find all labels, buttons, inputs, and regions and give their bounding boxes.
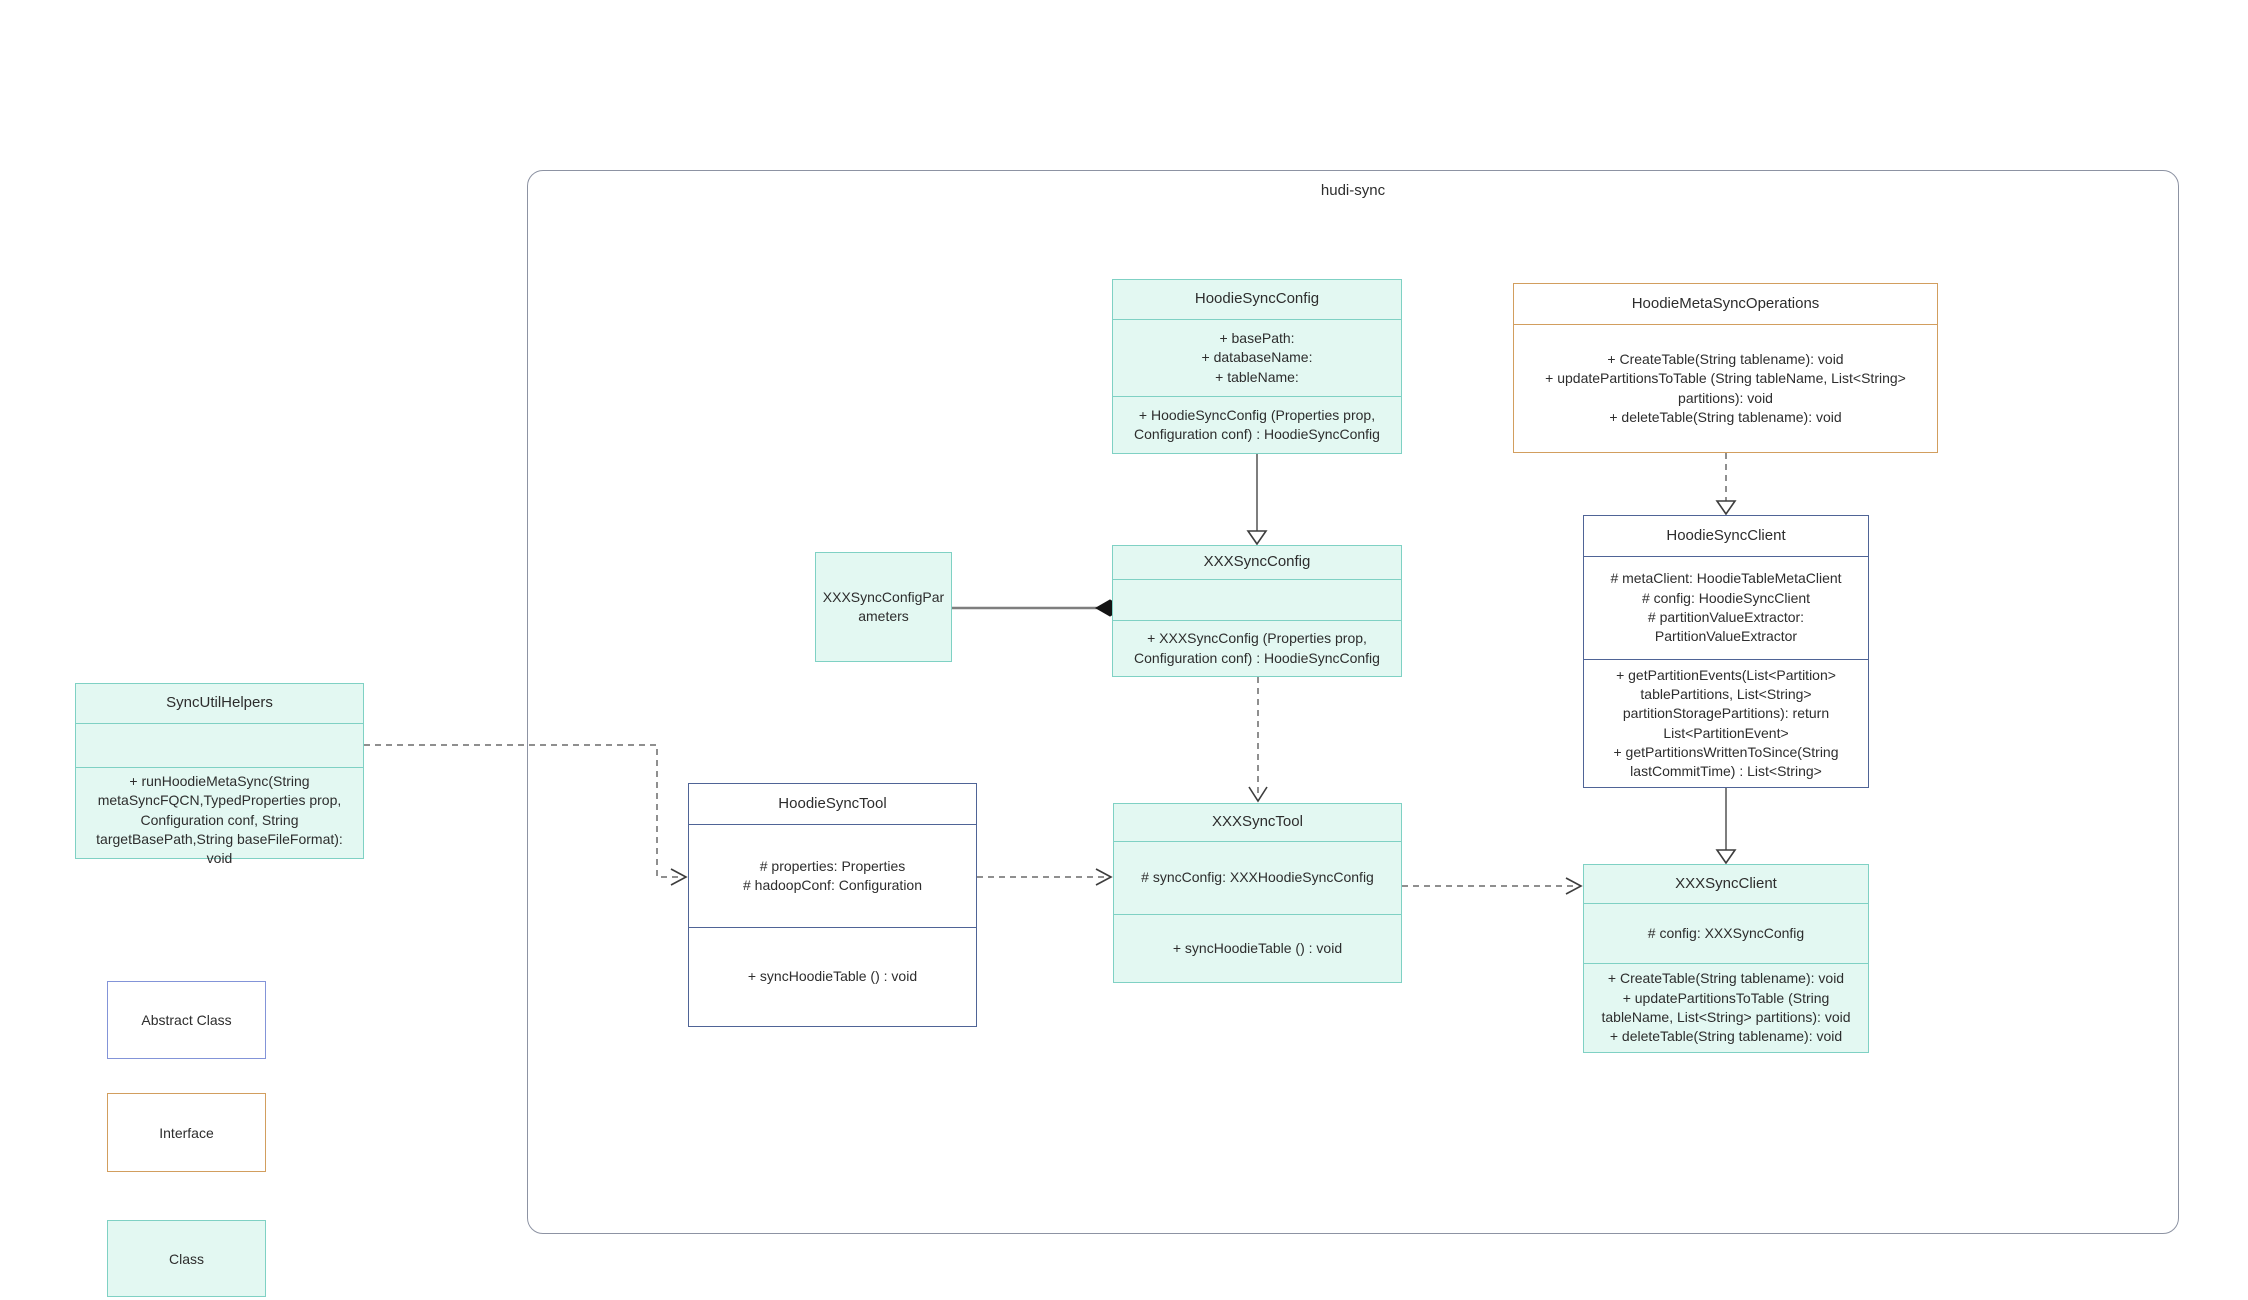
legend-label: Abstract Class xyxy=(141,1012,232,1028)
class-title: HoodieSyncTool xyxy=(778,794,887,812)
method: + XXXSyncConfig (Properties prop, Config… xyxy=(1134,630,1380,666)
package-title: hudi-sync xyxy=(1320,182,1386,199)
field: # hadoopConf: Configuration xyxy=(742,877,923,893)
class-xxxsyncconfigparameters: XXXSyncConfigParameters xyxy=(815,552,952,662)
field: + basePath: xyxy=(1219,330,1295,347)
class-title: HoodieSyncConfig xyxy=(1194,290,1320,308)
legend-class: Class xyxy=(107,1220,266,1297)
legend-abstract-class: Abstract Class xyxy=(107,981,266,1059)
interface-title: HoodieMetaSyncOperations xyxy=(1631,294,1820,312)
method: + syncHoodieTable () : void xyxy=(1172,939,1343,956)
field: # config: XXXSyncConfig xyxy=(1647,924,1805,941)
package-frame-hudi-sync: hudi-sync xyxy=(527,170,2179,1234)
class-title: XXXSyncConfigParameters xyxy=(822,588,945,624)
methods-compartment: + CreateTable(String tablename): void + … xyxy=(1584,963,1868,1052)
fields-compartment: # syncConfig: XXXHoodieSyncConfig xyxy=(1114,841,1401,914)
method: + deleteTable(String tablename): void xyxy=(1609,408,1842,425)
legend-label: Class xyxy=(168,1250,204,1267)
method: + updatePartitionsToTable (String tableN… xyxy=(1545,370,1906,406)
methods-compartment: + XXXSyncConfig (Properties prop, Config… xyxy=(1113,620,1401,676)
method: + updatePartitionsToTable (String tableN… xyxy=(1601,989,1851,1025)
method: + getPartitionEvents(List<Partition> tab… xyxy=(1616,666,1836,741)
method: + syncHoodieTable () : void xyxy=(747,968,918,985)
field: # syncConfig: XXXHoodieSyncConfig xyxy=(1141,869,1374,886)
method: + CreateTable(String tablename): void xyxy=(1607,350,1844,367)
methods-compartment: + syncHoodieTable () : void xyxy=(1114,914,1401,982)
class-xxxsyncclient: XXXSyncClient # config: XXXSyncConfig + … xyxy=(1583,864,1869,1053)
methods-compartment: + syncHoodieTable () : void xyxy=(689,927,976,1026)
fields-compartment xyxy=(1113,579,1401,620)
fields-compartment: # properties: Properties # hadoopConf: C… xyxy=(689,824,976,927)
method: + HoodieSyncConfig (Properties prop, Con… xyxy=(1134,406,1380,442)
field: # properties: Properties xyxy=(759,857,906,874)
interface-hoodiemetasyncoperations: HoodieMetaSyncOperations + CreateTable(S… xyxy=(1513,283,1938,453)
field: + databaseName: xyxy=(1201,349,1313,366)
abstract-class-hoodiesyncclient: HoodieSyncClient # metaClient: HoodieTab… xyxy=(1583,515,1869,788)
field: # config: HoodieSyncClient xyxy=(1641,589,1811,606)
legend-label: Interface xyxy=(159,1124,214,1141)
class-syncutilhelpers: SyncUtilHelpers + runHoodieMetaSync(Stri… xyxy=(75,683,364,866)
abstract-class-hoodiesynctool: HoodieSyncTool # properties: Properties … xyxy=(688,783,977,1027)
fields-compartment: # config: XXXSyncConfig xyxy=(1584,903,1868,963)
methods-compartment: + runHoodieMetaSync(String metaSyncFQCN,… xyxy=(76,767,363,873)
class-xxxsyncconfig: XXXSyncConfig + XXXSyncConfig (Propertie… xyxy=(1112,545,1402,677)
class-title: HoodieSyncClient xyxy=(1666,526,1786,544)
field: # partitionValueExtractor: PartitionValu… xyxy=(1647,609,1805,645)
method: + CreateTable(String tablename): void xyxy=(1607,970,1845,987)
field: + tableName: xyxy=(1215,368,1299,385)
fields-compartment: # metaClient: HoodieTableMetaClient # co… xyxy=(1584,556,1868,659)
class-title: XXXSyncClient xyxy=(1675,874,1777,892)
class-hoodiesyncconfig: HoodieSyncConfig + basePath: + databaseN… xyxy=(1112,279,1402,454)
field: # metaClient: HoodieTableMetaClient xyxy=(1610,570,1842,587)
class-xxxsynctool: XXXSyncTool # syncConfig: XXXHoodieSyncC… xyxy=(1113,803,1402,983)
class-title: XXXSyncTool xyxy=(1212,813,1303,831)
method: + deleteTable(String tablename): void xyxy=(1609,1028,1843,1045)
class-title: XXXSyncConfig xyxy=(1203,553,1311,571)
method: + runHoodieMetaSync(String metaSyncFQCN,… xyxy=(96,773,343,867)
fields-compartment xyxy=(76,723,363,767)
class-title: SyncUtilHelpers xyxy=(166,694,273,712)
methods-compartment: + getPartitionEvents(List<Partition> tab… xyxy=(1584,659,1868,787)
fields-compartment: + basePath: + databaseName: + tableName: xyxy=(1113,319,1401,396)
legend-interface: Interface xyxy=(107,1093,266,1172)
methods-compartment: + HoodieSyncConfig (Properties prop, Con… xyxy=(1113,396,1401,453)
method: + getPartitionsWrittenToSince(String las… xyxy=(1613,743,1839,780)
methods-compartment: + CreateTable(String tablename): void + … xyxy=(1514,324,1937,452)
